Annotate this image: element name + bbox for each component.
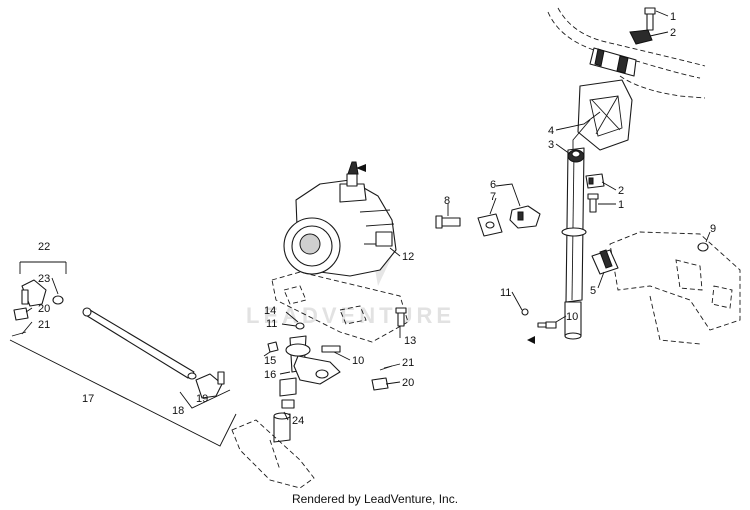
leader-lines xyxy=(21,10,711,421)
column-spacer-plate xyxy=(477,213,503,237)
pitman-side-bolt xyxy=(321,345,341,353)
tie-rod-end-group-bracket xyxy=(19,261,67,274)
callout-4: 4 xyxy=(548,125,554,137)
callout-19: 19 xyxy=(196,393,208,405)
column-clamp-bolt xyxy=(587,193,599,213)
frame-mount-bracket xyxy=(609,231,741,345)
lower-steering-sleeve xyxy=(273,377,297,443)
callout-5: 5 xyxy=(590,285,596,297)
steering-gear-unit xyxy=(283,161,397,277)
callout-3: 3 xyxy=(548,139,554,151)
callout-17: 17 xyxy=(82,393,94,405)
callout-18: 18 xyxy=(172,405,184,417)
callout-7: 7 xyxy=(490,191,496,203)
steering-column xyxy=(561,119,591,340)
callout-20-left: 20 xyxy=(38,303,50,315)
tie-rod xyxy=(82,307,195,379)
callout-6: 6 xyxy=(490,179,496,191)
callout-24: 24 xyxy=(292,415,304,427)
callout-21-right: 21 xyxy=(402,357,414,369)
column-bearing-block xyxy=(591,249,619,275)
callout-12: 12 xyxy=(402,251,414,263)
callout-15: 15 xyxy=(264,355,276,367)
watermark-text: LEADVENTURE xyxy=(246,303,455,328)
callout-9: 9 xyxy=(710,223,716,235)
cotter-pin-left xyxy=(11,331,27,337)
column-lower-bolt xyxy=(537,321,557,329)
callout-20-right: 20 xyxy=(402,377,414,389)
callout-13: 13 xyxy=(404,335,416,347)
tie-rod-end-inner xyxy=(195,371,225,399)
callout-21-left: 21 xyxy=(38,319,50,331)
lower-frame-member xyxy=(231,419,315,489)
callout-22: 22 xyxy=(38,241,50,253)
jam-nut-inner xyxy=(187,372,197,380)
callout-16: 16 xyxy=(264,369,276,381)
castle-nut-right xyxy=(371,377,389,391)
steering-post-bracket xyxy=(577,79,633,151)
castle-nut-left xyxy=(13,307,29,321)
pitman-nut xyxy=(267,341,279,353)
callout-23: 23 xyxy=(38,273,50,285)
callout-14: 14 xyxy=(264,305,276,317)
callout-11-right: 11 xyxy=(500,287,511,299)
callout-10-right: 10 xyxy=(566,311,578,323)
column-pivot-bolt xyxy=(435,215,461,229)
column-lower-nut xyxy=(521,308,529,316)
front-arrow-center xyxy=(356,164,366,172)
gear-mounting-plate xyxy=(271,271,409,343)
pitman-arm xyxy=(285,335,341,385)
callout-1-top: 1 xyxy=(670,11,676,23)
callout-8: 8 xyxy=(444,195,450,207)
column-clamp xyxy=(585,173,605,189)
callout-2-lower: 2 xyxy=(618,185,624,197)
jam-nut-left xyxy=(52,295,64,305)
column-spacer-block xyxy=(509,205,541,229)
callout-11-center: 11 xyxy=(266,318,277,330)
callout-10-center: 10 xyxy=(352,355,364,367)
handlebar-clamp-bolt xyxy=(644,7,656,31)
callout-2-top: 2 xyxy=(670,27,676,39)
column-bushing xyxy=(567,149,585,163)
tie-rod-end-left xyxy=(21,279,47,307)
handlebar-clamp xyxy=(629,29,653,45)
front-arrow-right xyxy=(527,336,535,344)
watermark-logo: LEADVENTURE xyxy=(246,252,455,328)
handlebar xyxy=(547,7,706,99)
footer-credit: Rendered by LeadVenture, Inc. xyxy=(291,492,459,506)
gear-mount-bolt xyxy=(395,307,407,327)
pitman-arm-bolt xyxy=(295,322,305,330)
callout-labels: 1 2 4 3 2 1 6 7 8 9 5 11 10 12 14 11 13 … xyxy=(38,11,716,427)
callout-1-lower: 1 xyxy=(618,199,624,211)
tie-rod-assembly-bracket xyxy=(9,339,237,447)
